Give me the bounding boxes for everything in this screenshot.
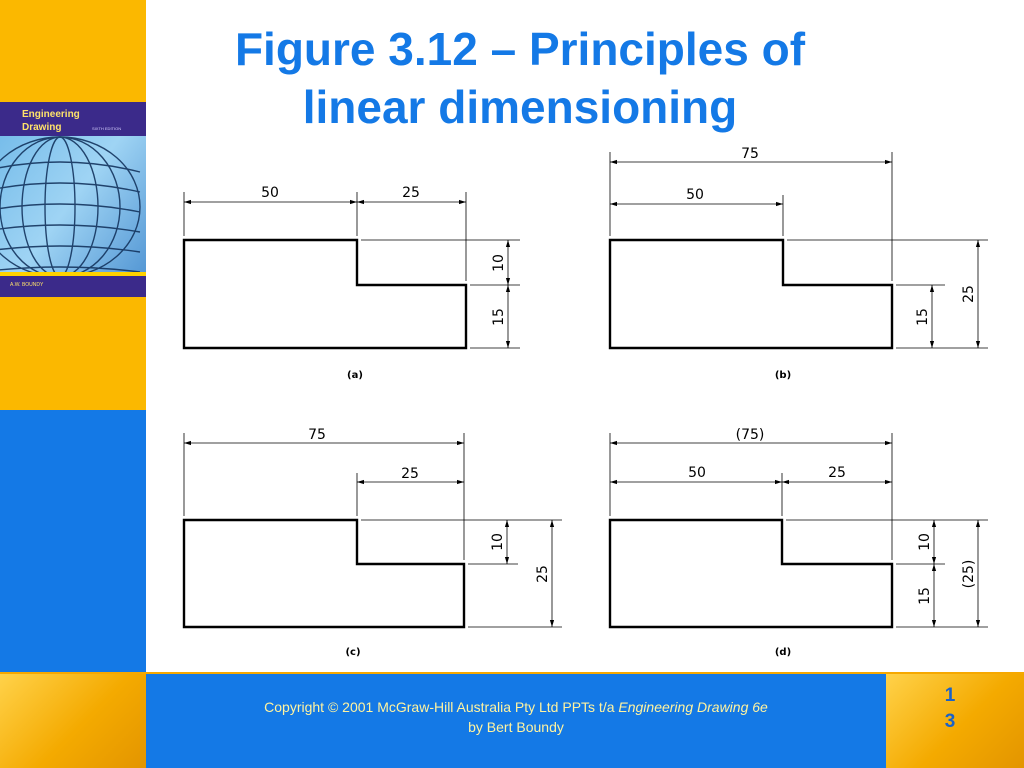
footer-right-panel xyxy=(886,674,1024,768)
diagram-b-dim-25: 25 xyxy=(961,285,977,303)
copyright-author: by Bert Boundy xyxy=(468,719,564,735)
diagram-b-dim-75: 75 xyxy=(741,146,759,162)
slide-number-line1: 1 xyxy=(944,685,956,706)
diagram-d-dim-10: 10 xyxy=(917,533,933,551)
diagram-c-label: (c) xyxy=(345,647,360,658)
diagram-c: 75 25 10 25 (c) xyxy=(182,427,562,658)
diagram-a: 50 25 10 15 (a) xyxy=(182,185,520,381)
footer-copyright: Copyright © 2001 McGraw-Hill Australia P… xyxy=(146,697,886,737)
slide-number: 1 3 xyxy=(940,683,960,735)
diagram-d-dim-25-reference: (25) xyxy=(961,560,977,589)
footer-left-panel xyxy=(0,674,146,768)
diagram-d-dim-50: 50 xyxy=(688,465,706,481)
book-cover-image: Engineering Drawing SIXTH EDITION A.W. B… xyxy=(0,102,146,297)
diagram-c-dim-10: 10 xyxy=(490,533,506,551)
diagram-a-dim-15: 15 xyxy=(491,308,507,326)
copyright-text: Copyright © 2001 McGraw-Hill Australia P… xyxy=(264,699,615,715)
diagram-d-part-outline xyxy=(608,518,894,629)
diagram-a-label: (a) xyxy=(347,370,363,381)
diagram-b-label: (b) xyxy=(775,370,791,381)
diagram-c-dim-25-vertical: 25 xyxy=(535,565,551,583)
diagram-b-dim-15: 15 xyxy=(915,308,931,326)
copyright-book-title: Engineering Drawing 6e xyxy=(618,699,768,715)
cover-edition: SIXTH EDITION xyxy=(92,126,121,131)
cover-author: A.W. BOUNDY xyxy=(10,282,44,288)
slide-number-line2: 3 xyxy=(944,711,956,732)
diagram-a-part-outline xyxy=(182,238,468,350)
diagram-a-dim-25: 25 xyxy=(402,185,420,201)
slide-title: Figure 3.12 – Principles of linear dimen… xyxy=(160,20,880,136)
footer-divider xyxy=(0,672,1024,675)
diagram-d-dim-75-reference: (75) xyxy=(736,427,765,443)
diagram-a-dim-50: 50 xyxy=(261,185,279,201)
diagram-c-part-outline xyxy=(182,518,466,629)
diagram-b-part-outline xyxy=(608,238,894,350)
title-line-1: Figure 3.12 – Principles of xyxy=(234,23,806,75)
diagram-d: (75) 50 25 10 15 (25) (d) xyxy=(608,427,988,658)
diagram-c-dim-25: 25 xyxy=(401,466,419,482)
cover-title-line2: Drawing xyxy=(22,122,61,133)
diagram-b-dim-50: 50 xyxy=(686,187,704,203)
dimensioning-diagrams: 50 25 10 15 (a) 75 50 15 25 xyxy=(170,140,1010,670)
diagram-d-label: (d) xyxy=(775,647,791,658)
diagram-d-dim-25: 25 xyxy=(828,465,846,481)
diagram-d-dim-15: 15 xyxy=(917,587,933,605)
diagram-b: 75 50 15 25 (b) xyxy=(608,146,988,381)
footer-middle-panel xyxy=(146,674,886,768)
cover-title-line1: Engineering xyxy=(22,109,80,120)
title-line-2: linear dimensioning xyxy=(302,81,738,133)
diagram-a-dim-10: 10 xyxy=(491,254,507,272)
sidebar-blue-band xyxy=(0,410,146,674)
diagram-c-dim-75: 75 xyxy=(308,427,326,443)
